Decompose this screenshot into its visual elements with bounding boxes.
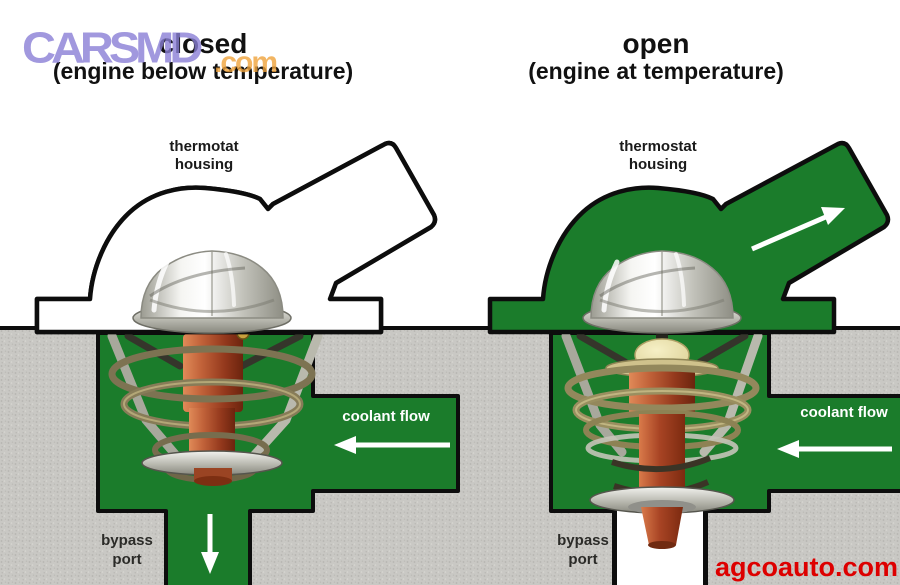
open-title: open xyxy=(622,28,690,59)
thermostat-open xyxy=(561,331,763,549)
bypass-flow-arrow xyxy=(201,514,219,574)
bypass-port-label-left: bypass port xyxy=(101,532,153,568)
site-credit: agcoauto.com xyxy=(714,552,898,582)
coolant-flow-label-left: coolant flow xyxy=(342,408,430,425)
open-subtitle: (engine at temperature) xyxy=(528,58,784,84)
closed-title: closed xyxy=(158,28,248,59)
closed-subtitle: (engine below temperature) xyxy=(52,58,354,84)
thermostat-closed xyxy=(107,326,323,486)
coolant-flow-label-right: coolant flow xyxy=(800,404,888,421)
thermostat-housing-closed xyxy=(34,140,438,335)
outlet-flow-arrow xyxy=(751,207,845,252)
bypass-port-label-right: bypass port xyxy=(557,532,609,568)
coolant-flow-arrow-right xyxy=(777,440,892,458)
housing-label-open: thermostat housing xyxy=(619,138,697,173)
coolant-flow-arrow-left xyxy=(334,436,450,454)
housing-label-closed: thermotat housing xyxy=(169,138,239,173)
